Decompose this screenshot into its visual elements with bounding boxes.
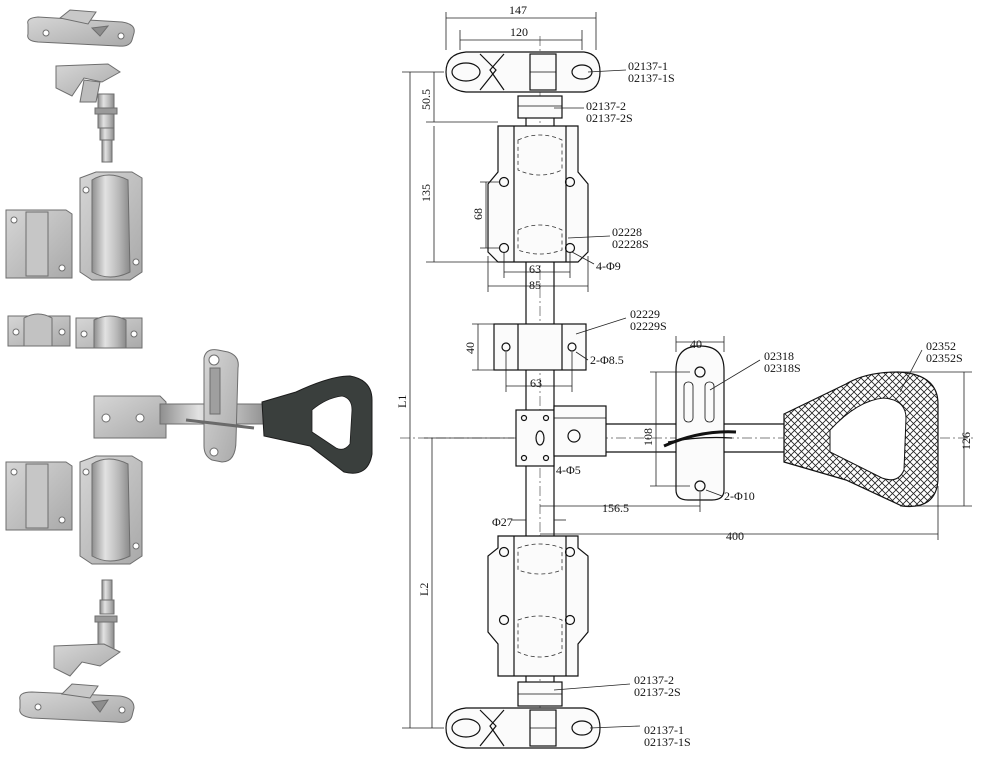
iso-bottom-cam: [53, 579, 121, 677]
label-hook-1: 02318: [764, 349, 794, 363]
iso-handle-assembly: [93, 349, 373, 474]
label-handle-2: 02352S: [926, 351, 963, 365]
dim-400: 400: [726, 529, 744, 543]
dim-126: 126: [959, 432, 973, 450]
exploded-view: [5, 9, 373, 723]
iso-lower-bracket: [5, 455, 143, 565]
bottom-bearing: [517, 681, 563, 707]
dim-40-guide: 40: [463, 342, 477, 354]
iso-guide: [7, 313, 143, 349]
dim-68: 68: [471, 208, 485, 220]
label-top-keeper-2: 02137-1S: [628, 71, 675, 85]
dim-phi27: Φ27: [492, 515, 513, 529]
iso-top-cam: [55, 63, 121, 163]
dim-156-5: 156.5: [602, 501, 629, 515]
bottom-keeper: [445, 707, 601, 749]
dimension-lines: [402, 12, 972, 729]
dim-l1: L1: [395, 395, 409, 408]
leader-lines: [553, 69, 923, 729]
dim-108: 108: [641, 428, 655, 446]
hook: [663, 345, 737, 501]
dim-63-guide: 63: [530, 376, 542, 390]
label-upper-bracket-2: 02228S: [612, 237, 649, 251]
label-handle-1: 02352: [926, 339, 956, 353]
label-bottom-keeper-2: 02137-1S: [644, 735, 691, 749]
dim-85: 85: [529, 278, 541, 292]
dim-50-5: 50.5: [419, 89, 433, 110]
iso-top-keeper: [27, 9, 135, 47]
dim-2-phi8-5: 2-Φ8.5: [590, 353, 624, 367]
dim-l2: L2: [417, 583, 431, 596]
part-number-labels: 02137-1 02137-1S 02137-2 02137-2S 02228 …: [586, 59, 963, 749]
dimension-labels: 147 120 50.5 135 68 63 85 4-Φ9 40 2-Φ8.5…: [395, 3, 973, 596]
label-bottom-bearing-1: 02137-2: [634, 673, 674, 687]
handle-grip: [783, 371, 939, 508]
label-bottom-keeper-1: 02137-1: [644, 723, 684, 737]
top-bearing: [517, 95, 563, 119]
label-hook-2: 02318S: [764, 361, 801, 375]
iso-bottom-keeper: [19, 683, 135, 723]
label-guide-2: 02229S: [630, 319, 667, 333]
label-top-bearing-2: 02137-2S: [586, 111, 633, 125]
label-top-bearing-1: 02137-2: [586, 99, 626, 113]
label-upper-bracket-1: 02228: [612, 225, 642, 239]
upper-bracket: [487, 125, 589, 263]
label-top-keeper-1: 02137-1: [628, 59, 668, 73]
technical-drawing: 147 120 50.5 135 68 63 85 4-Φ9 40 2-Φ8.5…: [395, 3, 975, 750]
dim-120: 120: [510, 25, 528, 39]
lower-bracket: [487, 535, 589, 677]
top-keeper: [445, 51, 601, 93]
dim-40-hook: 40: [690, 337, 702, 351]
handle-hub: [515, 405, 607, 467]
dim-4-phi5: 4-Φ5: [556, 463, 581, 477]
dim-63-upper: 63: [529, 262, 541, 276]
label-bottom-bearing-2: 02137-2S: [634, 685, 681, 699]
dim-147: 147: [509, 3, 527, 17]
dim-135: 135: [419, 184, 433, 202]
label-guide-1: 02229: [630, 307, 660, 321]
iso-upper-bracket: [5, 171, 143, 281]
guide: [493, 323, 587, 371]
dim-4-phi9: 4-Φ9: [596, 259, 621, 273]
dim-2-phi10: 2-Φ10: [724, 489, 755, 503]
